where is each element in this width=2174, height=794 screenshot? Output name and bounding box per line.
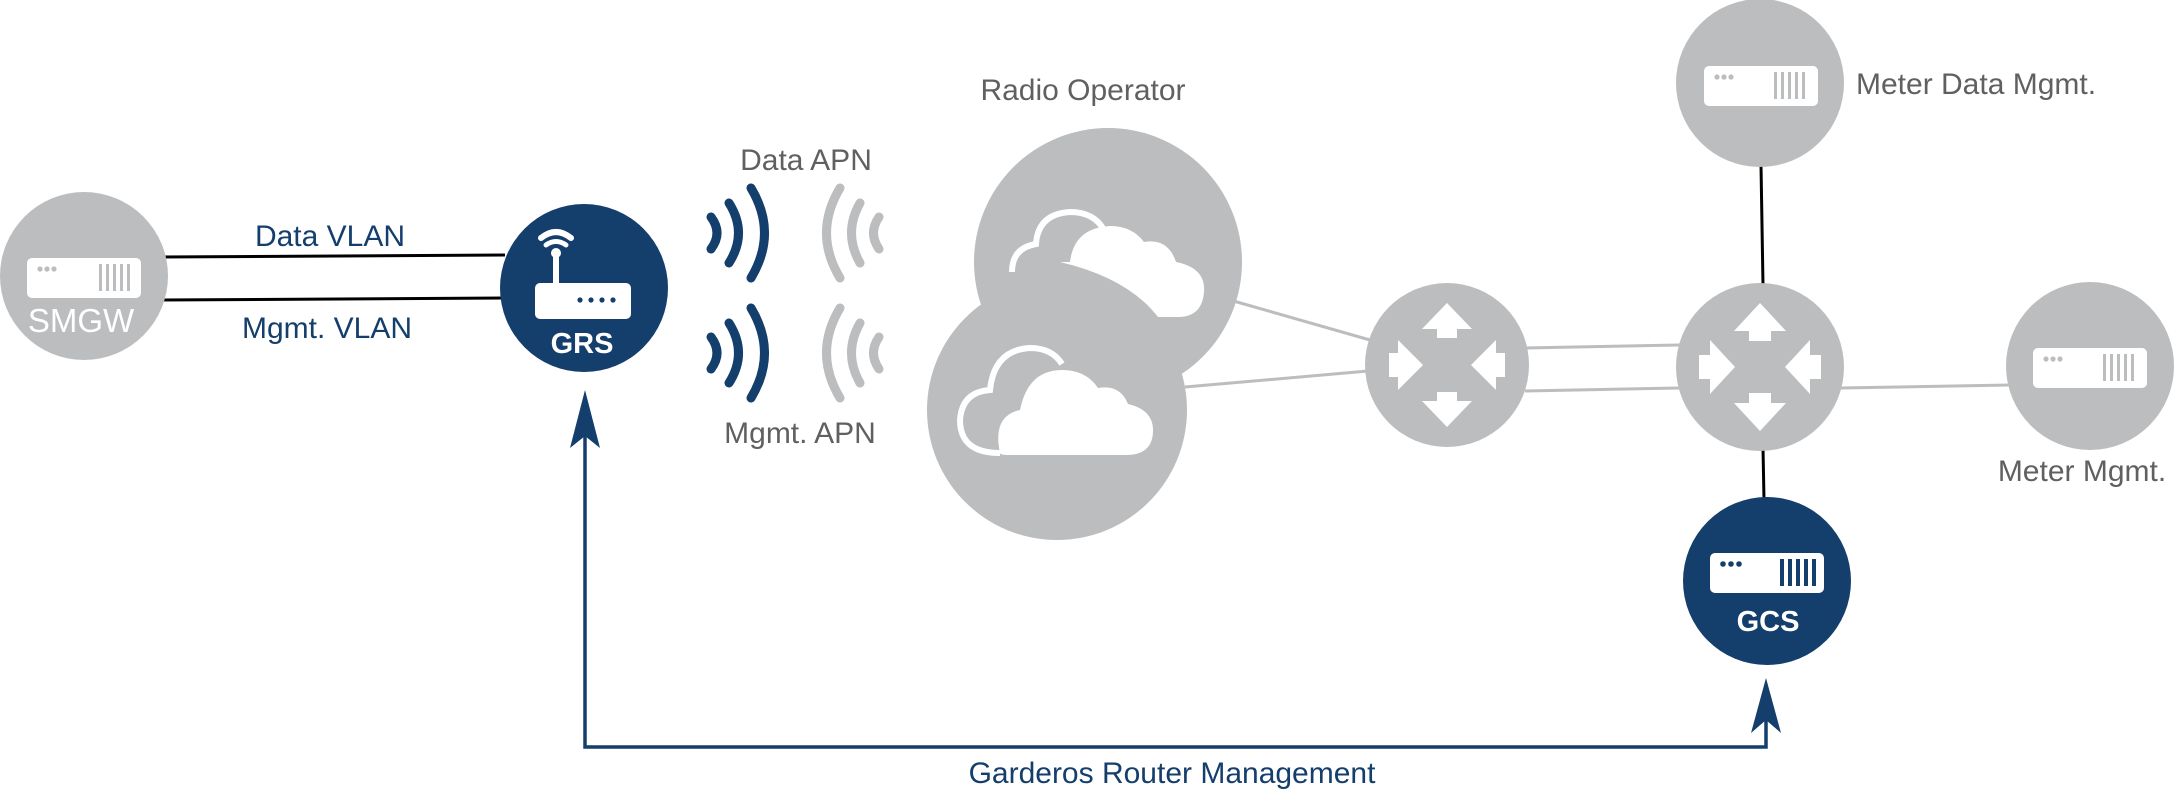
meter-mgmt-node[interactable] bbox=[2006, 282, 2174, 450]
server-icon bbox=[1704, 66, 1818, 106]
wifi-router-icon bbox=[535, 229, 631, 319]
cloud-icon bbox=[956, 344, 1154, 456]
router-1-to-router-2-lower-link bbox=[1524, 386, 1681, 393]
router-1-node[interactable] bbox=[1365, 283, 1529, 447]
radio-waves-out-icon bbox=[706, 303, 769, 403]
router-2-circle bbox=[1676, 283, 1844, 451]
router-arrows-icon bbox=[1389, 303, 1505, 427]
meter-mgmt-label: Meter Mgmt. bbox=[1998, 455, 2166, 488]
links bbox=[159, 164, 2011, 501]
radio-bottom-to-router-1-link bbox=[1184, 369, 1369, 389]
gcs-label: GCS bbox=[1737, 606, 1800, 638]
smgw-node[interactable]: SMGW bbox=[0, 192, 168, 360]
cloud-icon bbox=[1009, 208, 1205, 317]
mgmt-vlan-label: Mgmt. VLAN bbox=[242, 312, 412, 345]
router-1-to-router-2-upper-link bbox=[1524, 343, 1681, 350]
smgw-label: SMGW bbox=[28, 302, 135, 339]
meter-data-mgmt-node[interactable] bbox=[1676, 0, 1844, 167]
grs-node[interactable]: GRS bbox=[500, 204, 668, 372]
radio-operator-node[interactable] bbox=[927, 128, 1242, 540]
data-apn-waves bbox=[706, 183, 884, 283]
radio-waves-in-icon bbox=[822, 183, 884, 283]
data-vlan-label: Data VLAN bbox=[255, 220, 405, 253]
server-icon bbox=[27, 258, 141, 298]
meter-data-mgmt-to-router-2-link bbox=[1759, 164, 1765, 286]
router-arrows-icon bbox=[1699, 303, 1821, 431]
router-2-to-meter-mgmt-link bbox=[1839, 383, 2011, 390]
radio-waves-in-icon bbox=[822, 303, 884, 403]
server-icon bbox=[2033, 348, 2147, 388]
radio-operator-label: Radio Operator bbox=[980, 74, 1185, 107]
router-2-node[interactable] bbox=[1676, 283, 1844, 451]
mgmt-apn-label: Mgmt. APN bbox=[724, 417, 876, 450]
radio-top-to-router-1-link bbox=[1229, 298, 1371, 342]
router-management-path: Garderos Router Management bbox=[570, 390, 1781, 790]
mgmt-vlan-link bbox=[159, 296, 506, 302]
data-apn-label: Data APN bbox=[740, 144, 872, 177]
meter-data-mgmt-label: Meter Data Mgmt. bbox=[1856, 68, 2096, 101]
server-icon bbox=[1710, 553, 1824, 593]
radio-waves-out-icon bbox=[706, 183, 769, 283]
router-2-to-gcs-link bbox=[1761, 447, 1766, 501]
management-connector bbox=[583, 430, 1768, 749]
router-1-circle bbox=[1365, 283, 1529, 447]
router-management-label: Garderos Router Management bbox=[969, 757, 1377, 790]
gcs-node[interactable]: GCS bbox=[1683, 497, 1851, 665]
arrowhead-up-gcs-icon bbox=[1751, 678, 1781, 733]
data-vlan-link bbox=[159, 253, 506, 259]
grs-label: GRS bbox=[551, 328, 614, 360]
mgmt-apn-waves bbox=[706, 303, 884, 403]
arrowhead-up-grs-icon bbox=[570, 390, 600, 448]
